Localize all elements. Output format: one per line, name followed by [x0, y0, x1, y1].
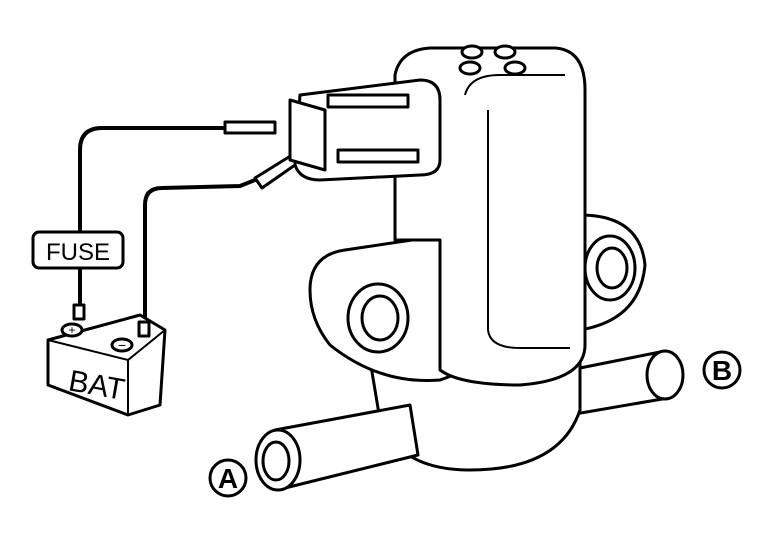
valve-main-body [393, 46, 587, 387]
wire-positive [78, 126, 230, 305]
top-ports [458, 44, 527, 76]
port-a-pipe [254, 403, 420, 492]
fuse-label: FUSE [46, 239, 110, 266]
electrical-connector [288, 78, 442, 240]
port-b-label: B [712, 355, 732, 386]
fuse: FUSE [31, 230, 125, 270]
port-a-label: A [218, 463, 238, 494]
port-b-callout: B [702, 350, 742, 390]
battery: + − BAT [46, 303, 167, 417]
negative-terminal-symbol: − [118, 337, 126, 353]
probe-positive [223, 120, 277, 135]
positive-terminal-symbol: + [68, 323, 75, 337]
port-a-callout: A [208, 458, 248, 498]
wire-negative [143, 176, 261, 330]
